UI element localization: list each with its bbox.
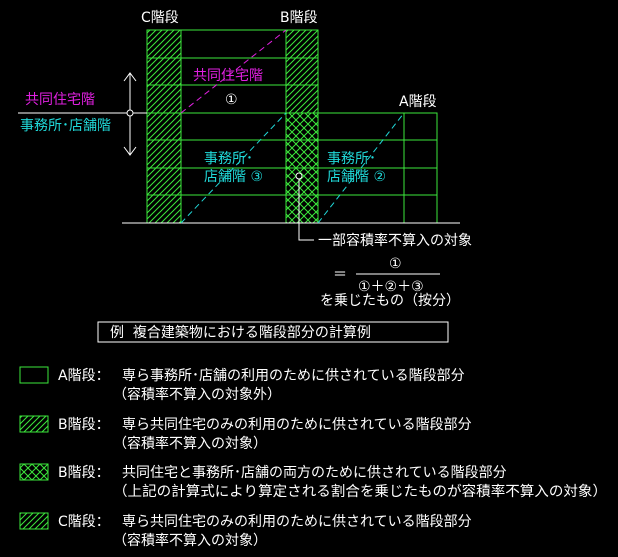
- office-right-line1: 事務所･: [327, 151, 376, 167]
- diagonal-hatch-box-icon: [19, 415, 49, 433]
- callout-line: [298, 179, 314, 241]
- residential-part-label: 共同住宅階: [193, 68, 263, 84]
- office-right-line2: 店舗階 ②: [327, 169, 386, 185]
- formula-note: を乗じたもの（按分）: [320, 293, 460, 309]
- legend-line1: 共同住宅と事務所･店舗の両方のために供されている階段部分: [122, 465, 507, 481]
- legend-item-a: A階段： 専ら事務所･店舗の利用のために供されている階段部分 （容積率不算入の対…: [19, 366, 465, 403]
- legend-label: C階段：: [58, 514, 110, 530]
- residential-diagonal: [180, 29, 287, 114]
- arrowhead-down-icon: [123, 146, 137, 156]
- office-diagonal-left: [180, 112, 287, 224]
- stair-b-label: B階段: [280, 10, 318, 26]
- stair-b-lower-crosshatched: [285, 112, 319, 224]
- office-left-line2: 店舗階 ③: [204, 169, 263, 185]
- legend-item-c: C階段： 専ら共同住宅のみの利用のために供されている階段部分 （容積率不算入の対…: [19, 512, 472, 549]
- empty-green-box-icon: [19, 366, 49, 384]
- legend-line1: 専ら共同住宅のみの利用のために供されている階段部分: [122, 417, 472, 433]
- stair-c-hatched: [146, 29, 182, 224]
- office-floor-label: 事務所･店舗階: [20, 118, 111, 134]
- legend-item-b-residential: B階段： 専ら共同住宅のみの利用のために供されている階段部分 （容積率不算入の対…: [19, 415, 472, 452]
- legend-label: B階段：: [58, 417, 110, 433]
- office-left-line1: 事務所･: [204, 151, 253, 167]
- legend-line2: （容積率不算入の対象）: [113, 435, 267, 452]
- legend-label: A階段：: [58, 368, 110, 384]
- legend-line2: （容積率不算入の対象外）: [113, 386, 281, 403]
- cross-hatch-box-icon: [19, 463, 49, 481]
- diagonal-hatch-box-icon: [19, 512, 49, 530]
- formula-equals: ＝: [333, 267, 347, 283]
- floor-divider-marker: [18, 72, 147, 156]
- legend-line2: （容積率不算入の対象）: [113, 532, 267, 549]
- formula-numerator: ①: [389, 256, 402, 272]
- caption-text: 例 複合建築物における階段部分の計算例: [110, 324, 371, 341]
- stair-b-upper-hatched: [285, 29, 319, 114]
- callout-text: 一部容積率不算入の対象: [318, 232, 472, 249]
- legend-line2: （上記の計算式により算定される割合を乗じたものが容積率不算入の対象）: [113, 483, 607, 500]
- arrowhead-up-icon: [123, 72, 137, 82]
- stair-a-label: A階段: [399, 94, 437, 110]
- legend-line1: 専ら事務所･店舗の利用のために供されている階段部分: [122, 368, 465, 384]
- divider-node-icon: [126, 109, 134, 117]
- legend-label: B階段：: [58, 465, 110, 481]
- part-1-marker: ①: [225, 92, 238, 108]
- legend-item-b-shared: B階段： 共同住宅と事務所･店舗の両方のために供されている階段部分 （上記の計算…: [19, 463, 607, 500]
- callout-leader: [295, 172, 314, 241]
- callout-node-icon: [295, 172, 303, 180]
- legend-line1: 専ら共同住宅のみの利用のために供されている階段部分: [122, 514, 472, 530]
- legend: A階段： 専ら事務所･店舗の利用のために供されている階段部分 （容積率不算入の対…: [19, 366, 607, 549]
- residential-floor-label: 共同住宅階: [25, 92, 95, 108]
- office-diagonal-right: [317, 112, 405, 224]
- stair-c-label: C階段: [141, 10, 179, 26]
- caption-box: [97, 321, 449, 343]
- formula-denominator: ①＋②＋③: [358, 279, 424, 295]
